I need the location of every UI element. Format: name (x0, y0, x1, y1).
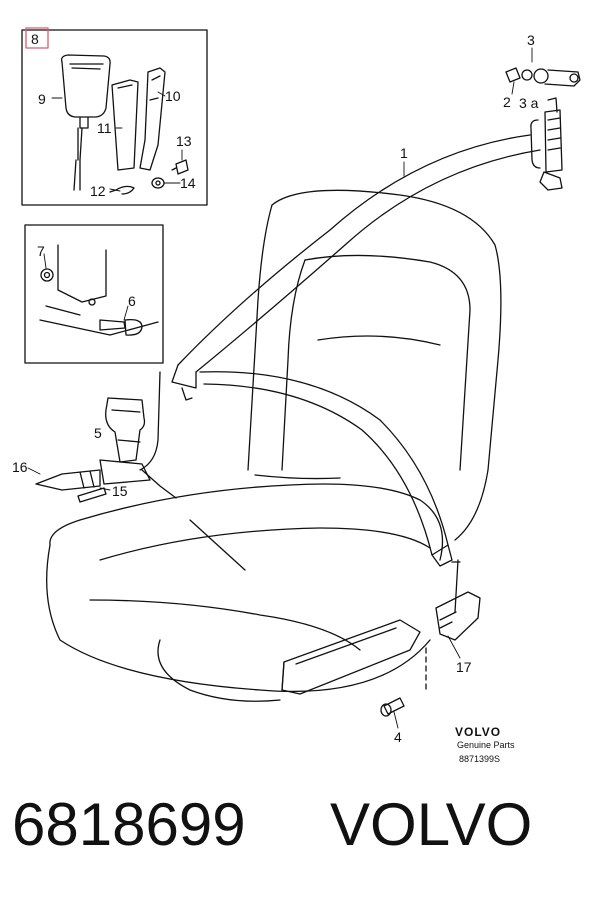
mounting-detail (39, 244, 159, 336)
seat-belt-exploded-diagram: 8 9 10 11 13 14 12 3 2 3 a 1 7 6 5 16 15… (12, 27, 581, 764)
callout-14: 14 (180, 175, 196, 191)
inset-box-mounting (24, 224, 164, 364)
washer-part-14 (151, 177, 165, 189)
storage-tray (281, 619, 421, 695)
lower-anchor-part-17 (435, 559, 481, 641)
callout-2: 2 (503, 94, 511, 110)
callout-9: 9 (38, 91, 46, 107)
upper-anchor-part-3 (505, 67, 581, 87)
callout-15: 15 (112, 483, 128, 499)
callout-13: 13 (176, 133, 192, 149)
clip-part-12 (109, 185, 135, 195)
belt-webbing-part-1 (171, 134, 541, 567)
callout-1: 1 (400, 145, 408, 161)
callout-5: 5 (94, 425, 102, 441)
brand-footer-label: VOLVO (330, 791, 533, 858)
brand-logo-text: VOLVO (455, 725, 501, 739)
callout-16: 16 (12, 459, 28, 475)
callout-8-frame (25, 27, 49, 49)
buckle-part-9 (60, 54, 111, 191)
callout-3a: 3 a (519, 95, 539, 111)
callout-12: 12 (90, 183, 106, 199)
anchor-bolt-part-16 (35, 469, 101, 491)
brand-subtitle: Genuine Parts (457, 740, 515, 750)
inset-box-buckle (21, 29, 208, 206)
callout-11: 11 (97, 120, 112, 136)
retractor-reel (530, 97, 563, 191)
callout-17: 17 (456, 659, 472, 675)
bolt-part-13 (171, 159, 189, 175)
callout-7: 7 (37, 243, 45, 259)
cover-part-11 (111, 79, 139, 171)
callout-6: 6 (128, 293, 136, 309)
callout-3: 3 (527, 32, 535, 48)
cover-part-10 (139, 67, 166, 171)
part-number-label: 6818699 (12, 791, 246, 858)
callout-4: 4 (394, 729, 402, 745)
bolt-part-15 (77, 469, 177, 503)
buckle-stalk-part-5 (99, 371, 161, 485)
seat-backrest (247, 189, 502, 541)
drawing-number: 8871399S (459, 754, 500, 764)
seat-cushion (46, 483, 444, 702)
bolt-part-4 (380, 647, 427, 717)
callout-8: 8 (31, 31, 39, 47)
leader-lines (27, 47, 533, 729)
callout-10: 10 (165, 88, 181, 104)
